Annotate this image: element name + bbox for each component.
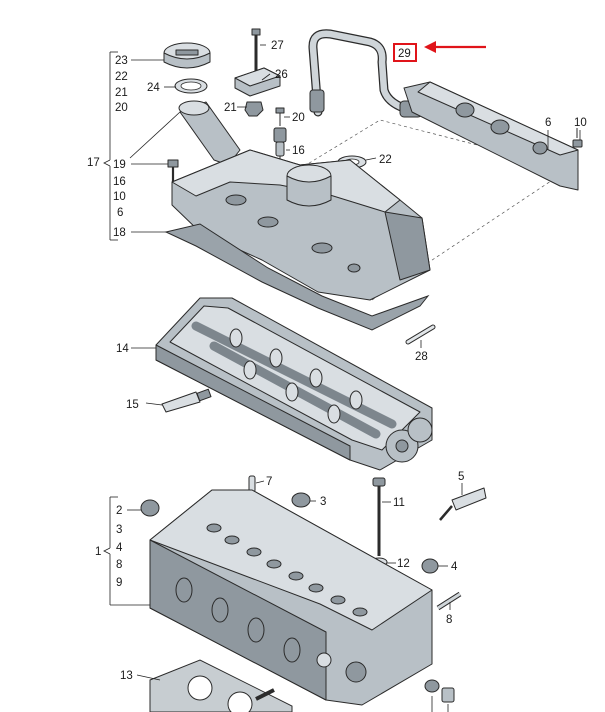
highlight-box-29 (393, 43, 417, 62)
oil-filler-cap-part-23[interactable] (163, 42, 211, 69)
seal-part-3[interactable] (291, 492, 311, 508)
seal-part-4[interactable] (421, 558, 439, 574)
breather-hose-part-29[interactable] (308, 29, 423, 118)
callout-labels: 23 22 21 20 24 27 26 21 20 16 22 29 6 10… (87, 40, 587, 682)
leader-lines (103, 44, 581, 712)
label-5: 5 (458, 471, 464, 483)
label-14: 14 (116, 343, 129, 355)
label-9: 9 (116, 577, 122, 589)
label-21: 21 (224, 102, 237, 114)
stud-part-8[interactable] (436, 591, 462, 611)
label-17: 17 (87, 157, 100, 169)
label-20-group: 20 (115, 102, 128, 114)
label-24: 24 (147, 82, 160, 94)
highlight-arrow-head (424, 41, 436, 53)
valve-bores (206, 523, 368, 617)
label-27: 27 (271, 40, 284, 52)
label-21-group: 21 (115, 87, 128, 99)
fitting-bottom-right[interactable] (424, 679, 455, 703)
label-6-group: 6 (117, 207, 123, 219)
label-12: 12 (397, 558, 410, 570)
label-8-group: 8 (116, 559, 122, 571)
camshaft-carrier-part-14[interactable] (155, 297, 433, 471)
cover-strip-part-6[interactable] (403, 81, 579, 191)
cylinder-head-cover-part-17[interactable] (171, 100, 431, 301)
label-13: 13 (120, 670, 133, 682)
bolt-part-10[interactable] (572, 128, 583, 148)
seal-ring-part-24[interactable] (174, 78, 208, 94)
sensor-part-16[interactable] (273, 127, 287, 164)
label-26: 26 (275, 69, 288, 81)
label-2: 2 (116, 505, 122, 517)
injector-part-5[interactable] (439, 487, 487, 521)
label-20: 20 (292, 112, 305, 124)
label-18: 18 (113, 227, 126, 239)
label-23: 23 (115, 55, 128, 67)
cylinder-head-part-1[interactable] (149, 489, 433, 706)
dowel-pin-part-28[interactable] (405, 324, 436, 345)
plug-part-2[interactable] (140, 499, 160, 517)
label-22-group: 22 (115, 71, 128, 83)
gasket-part-18[interactable] (164, 223, 430, 331)
label-3-group: 3 (116, 524, 122, 536)
label-28: 28 (415, 351, 428, 363)
nut-part-21[interactable] (244, 101, 264, 117)
label-4-group: 4 (116, 542, 123, 554)
label-10-group: 10 (113, 191, 126, 203)
label-22: 22 (379, 154, 392, 166)
label-4: 4 (451, 561, 458, 573)
bolt-part-20[interactable] (275, 107, 285, 126)
highlight-marker (393, 41, 486, 62)
label-11: 11 (393, 497, 405, 509)
label-10: 10 (574, 117, 587, 129)
label-29: 29 (398, 48, 411, 60)
label-6: 6 (545, 117, 551, 129)
label-16: 16 (292, 145, 305, 157)
camshaft-lobes (191, 321, 397, 439)
head-bolt-part-11[interactable] (372, 477, 386, 556)
label-8: 8 (446, 614, 452, 626)
label-15: 15 (126, 399, 139, 411)
label-7: 7 (266, 476, 272, 488)
head-gasket-part-13[interactable] (149, 659, 293, 712)
sensor-part-15[interactable] (161, 388, 212, 413)
label-16-group: 16 (113, 176, 126, 188)
label-19: 19 (113, 159, 126, 171)
label-1: 1 (95, 546, 101, 558)
bracket-part-26[interactable] (234, 67, 281, 97)
label-3: 3 (320, 496, 326, 508)
